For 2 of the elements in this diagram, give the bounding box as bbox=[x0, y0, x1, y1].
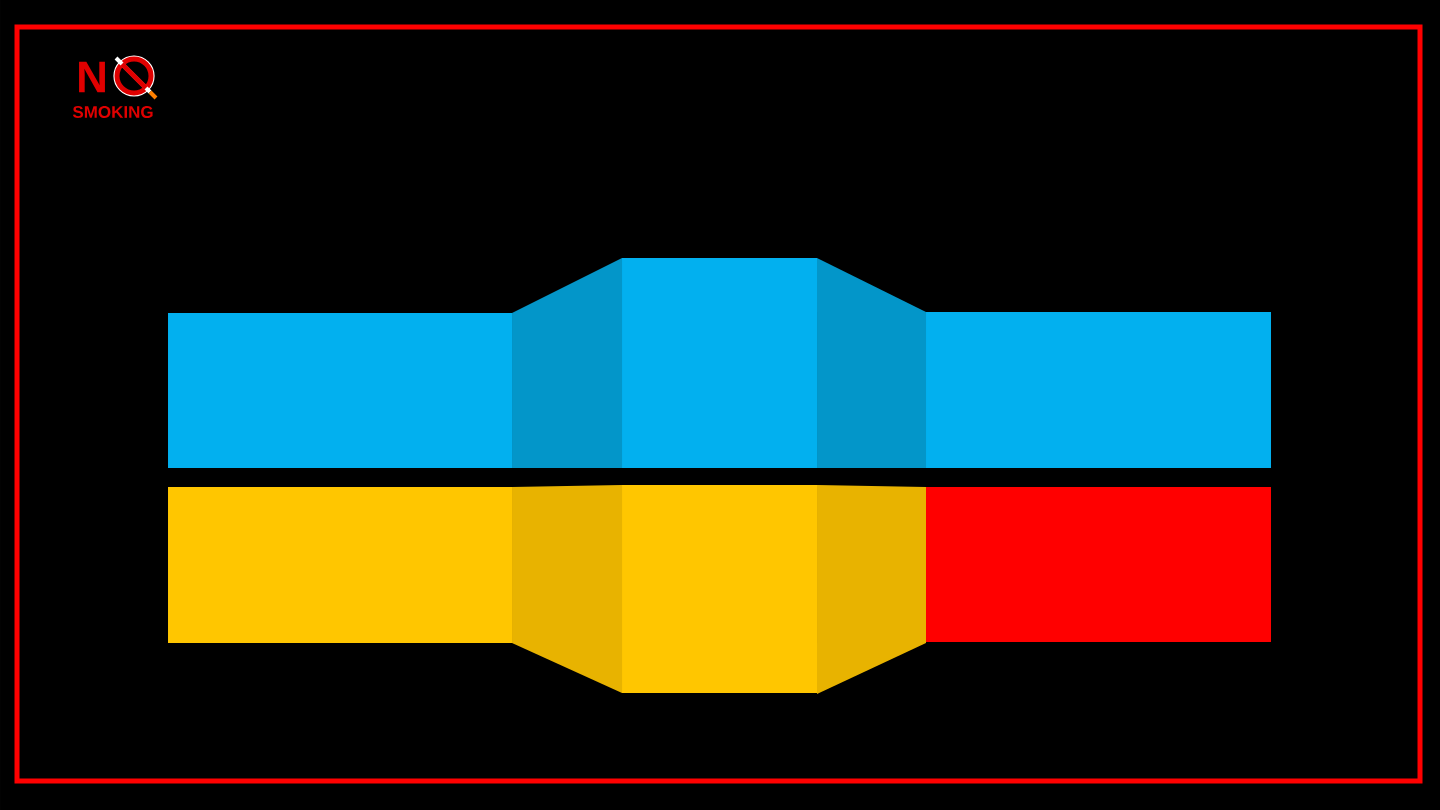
sign-text: SMOKING bbox=[72, 106, 153, 118]
sign-text: N bbox=[79, 61, 105, 93]
